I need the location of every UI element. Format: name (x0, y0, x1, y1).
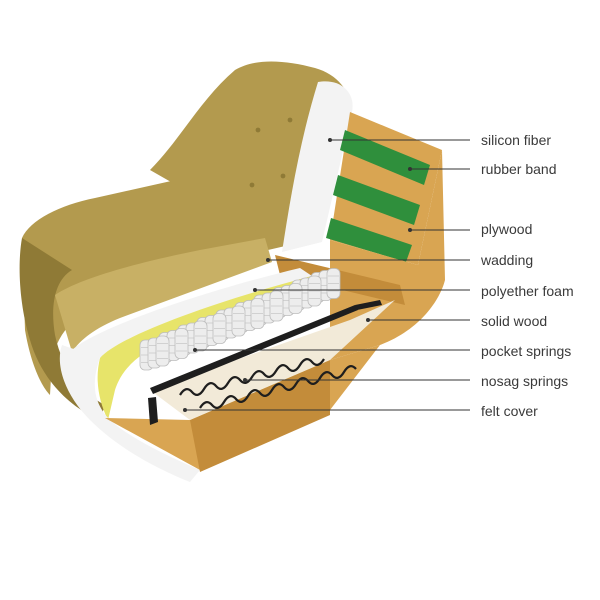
callout-plywood: plywood (408, 221, 532, 237)
pocket-spring (174, 328, 189, 359)
callout-label-wadding: wadding (480, 252, 533, 268)
callout-label-nosag-springs: nosag springs (481, 373, 568, 389)
wadding-strip (70, 268, 312, 358)
pocket-spring (193, 320, 208, 352)
callout-nosag-springs: nosag springs (243, 373, 568, 389)
sofa-illustration (19, 61, 445, 482)
callout-label-pocket-springs: pocket springs (481, 343, 571, 359)
callout-label-silicon-fiber: silicon fiber (481, 132, 551, 148)
callout-silicon-fiber: silicon fiber (328, 132, 551, 148)
tuft-button (287, 117, 293, 123)
pocket-spring (307, 275, 322, 307)
nosag-springs-group (179, 358, 357, 409)
pocket-spring (212, 313, 227, 344)
rubber-band-strip (340, 130, 430, 185)
left-armrest-front (19, 238, 105, 420)
rubber-band-strip (326, 218, 412, 262)
callout-label-plywood: plywood (481, 221, 532, 237)
pocket-spring (326, 268, 341, 299)
rubber-band-strip (333, 175, 420, 225)
pocket-springs-group (139, 268, 341, 371)
callout-label-polyether-foam: polyether foam (481, 283, 574, 299)
back-silicon-fiber-layer (282, 81, 353, 252)
tuft-button (280, 173, 286, 179)
spring-frame-rail (148, 397, 158, 425)
callout-pocket-springs: pocket springs (193, 343, 571, 359)
callout-label-felt-cover: felt cover (481, 403, 538, 419)
callout-rubber-band: rubber band (408, 161, 557, 177)
pocket-spring (250, 298, 265, 329)
pocket-spring (288, 283, 303, 314)
felt-cover-base (150, 300, 395, 420)
tuft-button (249, 182, 255, 188)
callout-wadding: wadding (266, 252, 533, 268)
callout-felt-cover: felt cover (183, 403, 538, 419)
front-silicon-lower (59, 345, 200, 482)
callout-label-solid-wood: solid wood (481, 313, 547, 329)
callout-solid-wood: solid wood (366, 313, 547, 329)
callout-label-rubber-band: rubber band (481, 161, 557, 177)
frame-front-face (190, 360, 330, 472)
callouts: silicon fiber rubber band plywood waddin… (183, 132, 574, 419)
callout-polyether-foam: polyether foam (253, 283, 574, 299)
spring-frame-rail (355, 300, 382, 310)
tuft-button (255, 127, 261, 133)
pocket-spring (269, 290, 284, 322)
pocket-spring (155, 335, 170, 367)
pocket-spring (231, 305, 246, 337)
seat-top-upholstery (55, 238, 272, 352)
